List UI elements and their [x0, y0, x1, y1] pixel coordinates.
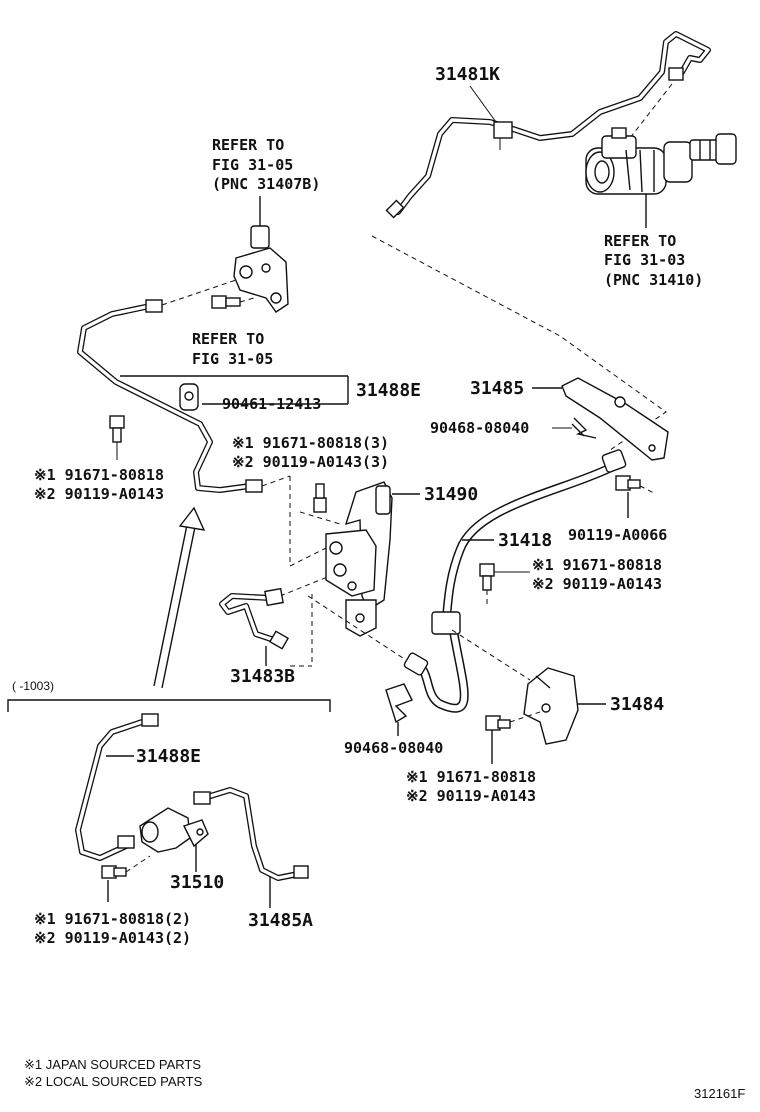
direction-arrow	[153, 506, 206, 689]
clip-90468-bottom	[385, 683, 413, 724]
pipe-31488E-bottom	[75, 713, 159, 861]
pipe-31483B	[219, 587, 290, 650]
bottom-note-1: ※1 91671-80818	[406, 768, 536, 786]
bottom-note-2: ※2 90119-A0143	[406, 787, 536, 805]
label-31510: 31510	[170, 872, 224, 893]
label-31485A: 31485A	[248, 910, 313, 931]
bolt-lower	[101, 865, 127, 879]
right-note-2: ※2 90119-A0143	[532, 575, 662, 593]
bolt-center	[313, 483, 327, 513]
legend-local-sourced: ※2 LOCAL SOURCED PARTS	[24, 1074, 203, 1089]
refer-fig-3105-top-line2: FIG 31-05	[212, 156, 293, 174]
label-90119-A0066: 90119-A0066	[568, 526, 667, 544]
right-note-1: ※1 91671-80818	[532, 556, 662, 574]
legend-japan-sourced: ※1 JAPAN SOURCED PARTS	[24, 1057, 201, 1072]
bracket-31484	[523, 667, 579, 745]
bolt-right	[479, 563, 495, 591]
label-31418: 31418	[498, 530, 552, 551]
junction-block	[233, 225, 289, 313]
bolt-junction	[211, 295, 241, 309]
label-31488E-top: 31488E	[356, 380, 421, 401]
lower-note-2: ※2 90119-A0143(2)	[34, 929, 191, 947]
bolt-left	[109, 415, 125, 443]
clip-90468-top	[571, 417, 597, 439]
center-note-1: ※1 91671-80818(3)	[232, 434, 389, 452]
refer-fig-3103-line3: (PNC 31410)	[604, 271, 703, 289]
refer-fig-3105-mid-line1: REFER TO	[192, 330, 264, 348]
label-90468-08040-bottom: 90468-08040	[344, 739, 443, 757]
pipe-31485A	[193, 787, 309, 881]
label-90468-08040-top: 90468-08040	[430, 419, 529, 437]
valve-bracket-31490	[325, 481, 393, 637]
bolt-90119-A0066	[615, 475, 641, 491]
label-31484: 31484	[610, 694, 664, 715]
refer-fig-3105-top-line1: REFER TO	[212, 136, 284, 154]
refer-fig-3103-line2: FIG 31-03	[604, 251, 685, 269]
label-90461-12413: 90461-12413	[222, 395, 321, 413]
label-31483B: 31483B	[230, 666, 295, 687]
refer-fig-3103-line1: REFER TO	[604, 232, 676, 250]
left-note-1: ※1 91671-80818	[34, 466, 164, 484]
clamp-90461	[179, 383, 199, 411]
bracket-31485	[561, 377, 669, 461]
figure-id: 312161F	[694, 1086, 745, 1101]
left-note-2: ※2 90119-A0143	[34, 485, 164, 503]
center-note-2: ※2 90119-A0143(3)	[232, 453, 389, 471]
bolt-bottom	[485, 715, 511, 731]
label-31481K: 31481K	[435, 64, 500, 85]
hose-31418	[403, 449, 627, 713]
refer-fig-3105-top-line3: (PNC 31407B)	[212, 175, 320, 193]
label-31490: 31490	[424, 484, 478, 505]
refer-fig-3105-mid-line2: FIG 31-05	[192, 350, 273, 368]
pipe-31481K	[385, 31, 711, 219]
pipe-31488E-top	[77, 299, 263, 493]
label-31488E-bottom: 31488E	[136, 746, 201, 767]
label-31485: 31485	[470, 378, 524, 399]
master-cylinder	[585, 127, 737, 195]
lower-note-1: ※1 91671-80818(2)	[34, 910, 191, 928]
valve-31510	[139, 807, 209, 853]
range-label: ( -1003)	[12, 679, 54, 693]
